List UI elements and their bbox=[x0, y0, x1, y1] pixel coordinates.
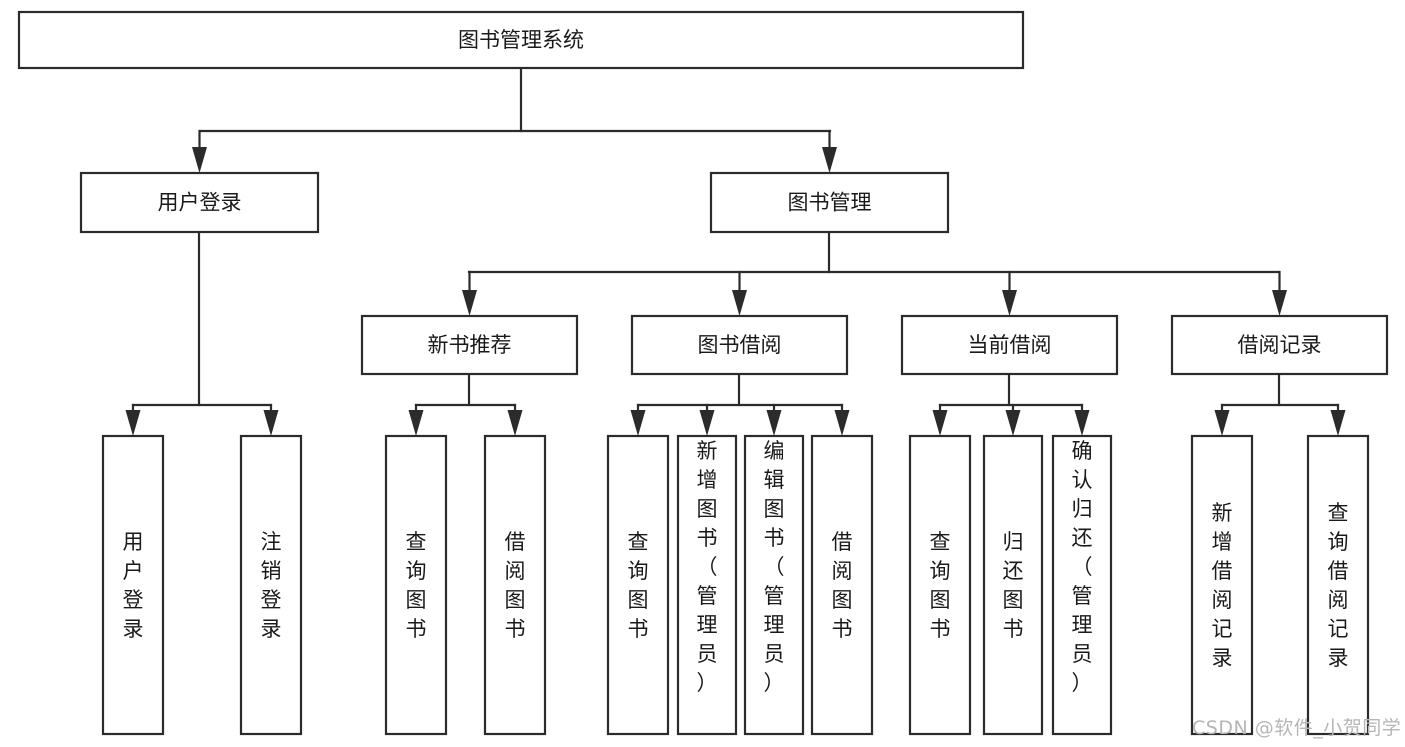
node-box bbox=[79, 171, 320, 234]
arrow-head-icon bbox=[699, 410, 715, 436]
arrow-head-icon bbox=[462, 290, 477, 316]
node-leaf-q3[interactable]: 查询图书 bbox=[908, 434, 972, 736]
node-box bbox=[239, 434, 303, 736]
node-l2b[interactable]: 图书借阅 bbox=[630, 314, 849, 376]
connectors-layer bbox=[125, 66, 1346, 436]
node-label: 编辑图书（管理员） bbox=[764, 439, 785, 695]
node-label: 图书管理系统 bbox=[458, 28, 584, 52]
node-leaf-b1[interactable]: 借阅图书 bbox=[483, 434, 547, 736]
node-leaf-logout[interactable]: 注销登录 bbox=[239, 434, 303, 736]
node-box bbox=[908, 434, 972, 736]
node-box bbox=[900, 314, 1119, 376]
node-label: 归还图书 bbox=[1003, 530, 1024, 641]
node-label: 借阅图书 bbox=[505, 530, 526, 641]
node-leaf-ret[interactable]: 归还图书 bbox=[982, 434, 1044, 736]
arrow-head-icon bbox=[630, 410, 646, 436]
nodes-layer: 图书管理系统用户登录图书管理新书推荐图书借阅当前借阅借阅记录用户登录注销登录查询… bbox=[17, 10, 1389, 736]
node-label: 查询图书 bbox=[406, 530, 427, 641]
node-box bbox=[1190, 434, 1254, 736]
node-label: 查询图书 bbox=[628, 530, 649, 641]
node-label: 注销登录 bbox=[261, 530, 282, 641]
arrow-head-icon bbox=[192, 147, 207, 173]
arrow-head-icon bbox=[834, 410, 850, 436]
node-box bbox=[384, 434, 448, 736]
node-box bbox=[1051, 434, 1113, 736]
node-leaf-qrec[interactable]: 查询借阅记录 bbox=[1306, 434, 1370, 736]
node-label: 查询借阅记录 bbox=[1328, 501, 1349, 670]
node-label: 新增图书（管理员） bbox=[697, 439, 718, 695]
node-box bbox=[483, 434, 547, 736]
node-label: 用户登录 bbox=[158, 191, 242, 215]
node-l2a[interactable]: 新书推荐 bbox=[360, 314, 579, 376]
node-l1b[interactable]: 图书管理 bbox=[709, 171, 950, 234]
node-label: 用户登录 bbox=[123, 530, 144, 641]
node-label: 确认归还（管理员） bbox=[1072, 439, 1093, 695]
arrow-head-icon bbox=[1005, 410, 1021, 436]
node-label: 借阅图书 bbox=[832, 530, 853, 641]
node-l1a[interactable]: 用户登录 bbox=[79, 171, 320, 234]
node-box bbox=[743, 434, 805, 736]
node-l2c[interactable]: 当前借阅 bbox=[900, 314, 1119, 376]
node-box bbox=[676, 434, 738, 736]
watermark-text: CSDN @软件_小贺同学 bbox=[1192, 717, 1402, 739]
node-label: 新书推荐 bbox=[428, 333, 512, 357]
node-box bbox=[982, 434, 1044, 736]
node-box bbox=[606, 434, 670, 736]
arrow-head-icon bbox=[507, 410, 523, 436]
node-box bbox=[1170, 314, 1389, 376]
node-label: 新增借阅记录 bbox=[1212, 501, 1233, 670]
node-box bbox=[360, 314, 579, 376]
node-leaf-q1[interactable]: 查询图书 bbox=[384, 434, 448, 736]
node-leaf-add[interactable]: 新增图书（管理员） bbox=[676, 434, 738, 736]
arrow-head-icon bbox=[408, 410, 424, 436]
arrow-head-icon bbox=[263, 410, 279, 436]
arrow-head-icon bbox=[932, 410, 948, 436]
node-label: 图书借阅 bbox=[698, 333, 782, 357]
node-leaf-edit[interactable]: 编辑图书（管理员） bbox=[743, 434, 805, 736]
arrow-head-icon bbox=[1002, 290, 1017, 316]
node-leaf-conf[interactable]: 确认归还（管理员） bbox=[1051, 434, 1113, 736]
node-leaf-b2[interactable]: 借阅图书 bbox=[810, 434, 874, 736]
node-leaf-login[interactable]: 用户登录 bbox=[101, 434, 165, 736]
node-box bbox=[101, 434, 165, 736]
node-leaf-addrec[interactable]: 新增借阅记录 bbox=[1190, 434, 1254, 736]
node-label: 借阅记录 bbox=[1238, 333, 1322, 357]
node-box bbox=[17, 10, 1025, 70]
arrow-head-icon bbox=[822, 147, 837, 173]
node-box bbox=[630, 314, 849, 376]
node-label: 查询图书 bbox=[930, 530, 951, 641]
node-box bbox=[709, 171, 950, 234]
node-box bbox=[1306, 434, 1370, 736]
arrow-head-icon bbox=[1074, 410, 1090, 436]
node-root[interactable]: 图书管理系统 bbox=[17, 10, 1025, 70]
arrow-head-icon bbox=[732, 290, 747, 316]
node-label: 当前借阅 bbox=[968, 333, 1052, 357]
arrow-head-icon bbox=[125, 410, 141, 436]
arrow-head-icon bbox=[1330, 410, 1346, 436]
arrow-head-icon bbox=[1214, 410, 1230, 436]
arrow-head-icon bbox=[1272, 290, 1287, 316]
arrow-head-icon bbox=[766, 410, 782, 436]
node-l2d[interactable]: 借阅记录 bbox=[1170, 314, 1389, 376]
node-leaf-q2[interactable]: 查询图书 bbox=[606, 434, 670, 736]
node-label: 图书管理 bbox=[788, 191, 872, 215]
node-box bbox=[810, 434, 874, 736]
